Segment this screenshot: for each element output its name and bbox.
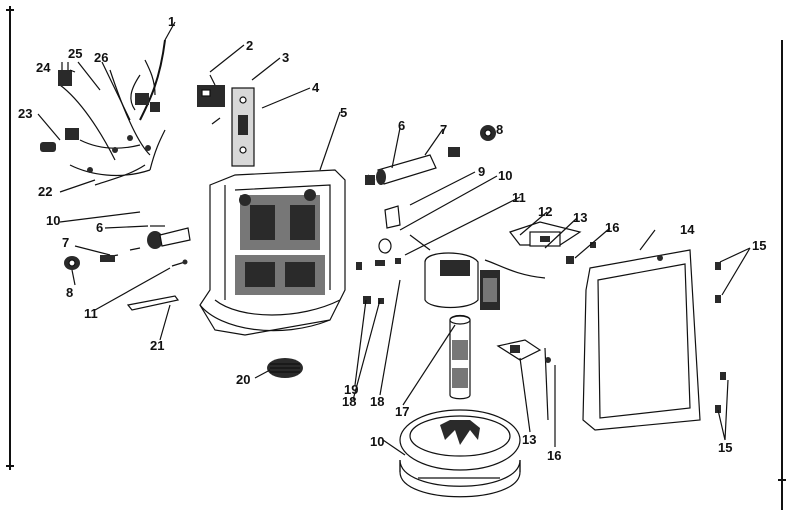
callout-21: 21 [150,338,164,353]
wiring-harness [40,39,166,186]
callout-19: 19 [344,382,358,397]
callout-11-top: 11 [512,190,526,205]
callout-22: 22 [38,184,52,199]
main-housing [199,169,346,336]
callout-5: 5 [340,105,347,120]
fan-base-assembly [399,314,551,498]
callout-14: 14 [680,222,695,237]
callout-4: 4 [312,80,320,95]
callout-26: 26 [94,50,108,65]
callout-11-left: 11 [84,306,98,321]
motor-assembly [356,174,546,310]
frame-corner-marks [6,6,786,510]
filter-grille [267,358,303,378]
callout-15-bottom: 15 [718,440,732,455]
callout-13-bottom: 13 [522,432,536,447]
callout-labels: 1 2 3 4 5 6 7 8 9 10 11 12 13 16 14 15 2… [18,14,766,463]
callout-12: 12 [538,204,552,219]
callout-8-top: 8 [496,122,503,137]
brackets-upper [509,221,596,264]
callout-18-a: 18 [342,394,356,409]
callout-9: 9 [478,164,485,179]
callout-2: 2 [246,38,253,53]
motor-shaft-parts [376,125,496,185]
callout-7-top: 7 [440,122,447,137]
callout-1: 1 [168,14,175,29]
callout-3: 3 [282,50,289,65]
callout-10-left: 10 [46,213,60,228]
callout-17: 17 [395,404,409,419]
callout-10-bottom: 10 [370,434,384,449]
side-cover-plate [582,249,726,431]
callout-7-left: 7 [62,235,69,250]
callout-15-top: 15 [752,238,766,253]
left-small-parts [64,225,191,311]
callout-18-b: 18 [370,394,384,409]
callout-13-top: 13 [573,210,587,225]
callout-24: 24 [36,60,51,75]
callout-8-left: 8 [66,285,73,300]
leader-lines [37,21,751,456]
callout-23: 23 [18,106,32,121]
switch-assembly [197,74,255,167]
callout-20: 20 [236,372,250,387]
callout-10-top: 10 [498,168,512,183]
callout-16-bottom: 16 [547,448,561,463]
callout-6-top: 6 [398,118,405,133]
callout-25: 25 [68,46,82,61]
callout-16-top: 16 [605,220,619,235]
callout-6-left: 6 [96,220,103,235]
